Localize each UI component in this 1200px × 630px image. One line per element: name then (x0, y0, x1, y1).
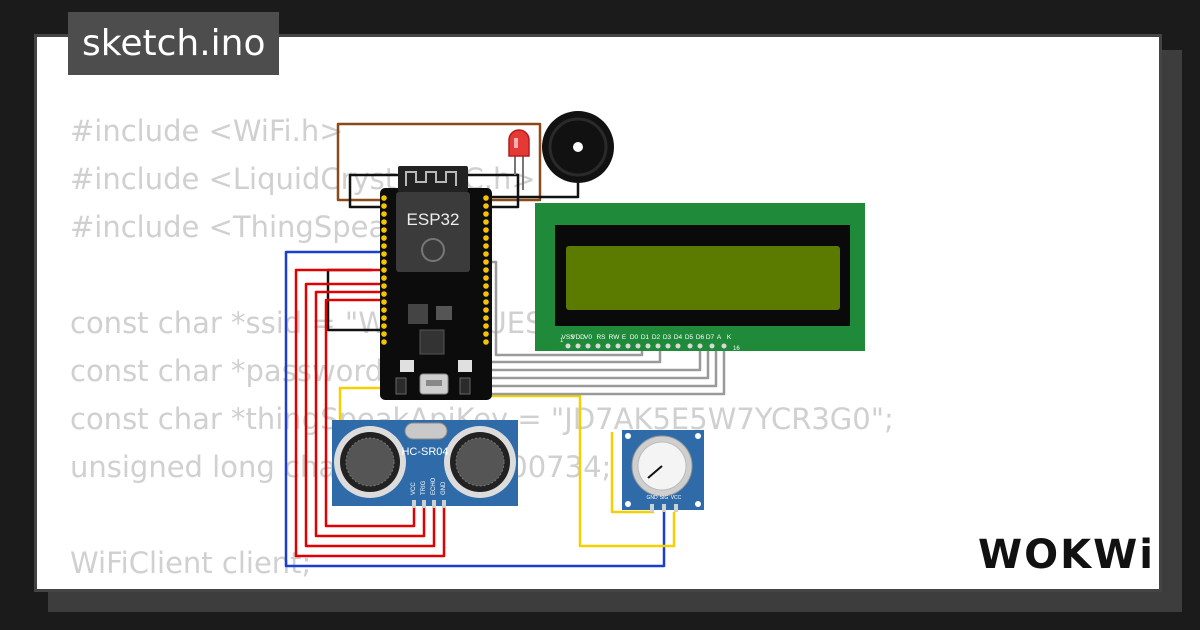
hc-sr04-sensor: HC-SR04 VCC TRIG ECHO GND (332, 420, 518, 508)
wire-red (294, 268, 446, 558)
lcd-pin-labels: VSS VDD V0 RS RW E D0 D1 D2 D3 D4 D5 D6 … (561, 334, 731, 341)
wire-gray (488, 344, 718, 388)
buzzer-hole (573, 142, 583, 152)
esp32-label: ESP32 (407, 210, 460, 229)
wokwi-logo-text: WOKWi (978, 532, 1154, 578)
code-line: #include <LiquidCrystal_I2C.h> (70, 162, 536, 196)
pot-pin-label: GND (646, 495, 658, 501)
wire-black-buzzer (488, 183, 580, 199)
sensor-pin-label: ECHO (431, 477, 437, 495)
lcd-pin-label: D3 (663, 334, 672, 341)
lcd-pin-label: D1 (641, 334, 650, 341)
wokwi-logo: WOKWi (978, 532, 1154, 578)
sensor-pins (412, 500, 446, 508)
wire-red (314, 290, 426, 538)
ultrasonic-transducer-left (334, 426, 406, 498)
wire-yellow (382, 394, 676, 548)
lcd-pin-label: D7 (706, 334, 715, 341)
wire-red (304, 282, 436, 548)
wire-gray (488, 344, 710, 380)
crystal (404, 422, 448, 440)
lcd-pin-label: E (622, 334, 627, 341)
sensor-pin-label: GND (441, 481, 447, 495)
wire-red (324, 298, 416, 528)
wire-brown (336, 122, 542, 202)
espressif-logo-icon (421, 238, 445, 262)
pot-pins (650, 504, 678, 512)
lcd-pin-label: A (717, 334, 722, 341)
lcd-pin-last: 16 (733, 346, 740, 352)
potentiometer: GND SIG VCC (622, 430, 704, 512)
pot-pin-label: SIG (660, 495, 669, 501)
wire-blue (284, 250, 666, 568)
pot-pin-labels: GND SIG VCC (646, 495, 681, 501)
lcd-screen (566, 246, 840, 310)
lcd-pin-label: VDD (571, 334, 585, 341)
red-led (508, 129, 530, 190)
wire-gray (488, 344, 702, 372)
lcd-pin-label: V0 (584, 334, 592, 341)
led-body (508, 129, 530, 157)
sensor-pin-label: TRIG (421, 480, 427, 495)
lcd-pin-label: D5 (685, 334, 694, 341)
sensor-pin-label: VCC (411, 482, 417, 495)
lcd-pin-label: D0 (630, 334, 639, 341)
wire-yellow (610, 432, 654, 514)
lcd-pin-first: 1 (560, 338, 564, 344)
lcd-pin-label: K (727, 334, 732, 341)
code-line: #include <WiFi.h> (70, 114, 344, 148)
esp32-left-pins (381, 195, 387, 345)
lcd-pin-label: VSS (561, 334, 575, 341)
wire-gray (488, 344, 726, 396)
sensor-pin-labels: VCC TRIG ECHO GND (411, 477, 447, 495)
lcd-pin-label: D4 (674, 334, 683, 341)
esp32-right-pins (483, 195, 489, 345)
esp32-board: ESP32 (380, 166, 492, 400)
lcd-pin-label: RS (596, 334, 606, 341)
lcd-1602: 1 16 VSS VDD V0 RS RW E D0 D1 D2 D3 D4 D… (535, 203, 865, 352)
lcd-pin-label: D2 (652, 334, 661, 341)
pot-pin-label: VCC (671, 495, 682, 501)
wire-gray (488, 260, 644, 357)
pot-indicator (647, 465, 663, 479)
lcd-pin-label: RW (609, 334, 621, 341)
ultrasonic-transducer-right (444, 426, 516, 498)
wires (284, 122, 726, 568)
lcd-pin-label: D6 (696, 334, 705, 341)
wire-yellow (338, 386, 382, 434)
file-title-tab: sketch.ino (68, 12, 280, 75)
sensor-label: HC-SR04 (401, 446, 448, 458)
buzzer (542, 111, 614, 183)
lcd-pin-pads (565, 343, 727, 349)
